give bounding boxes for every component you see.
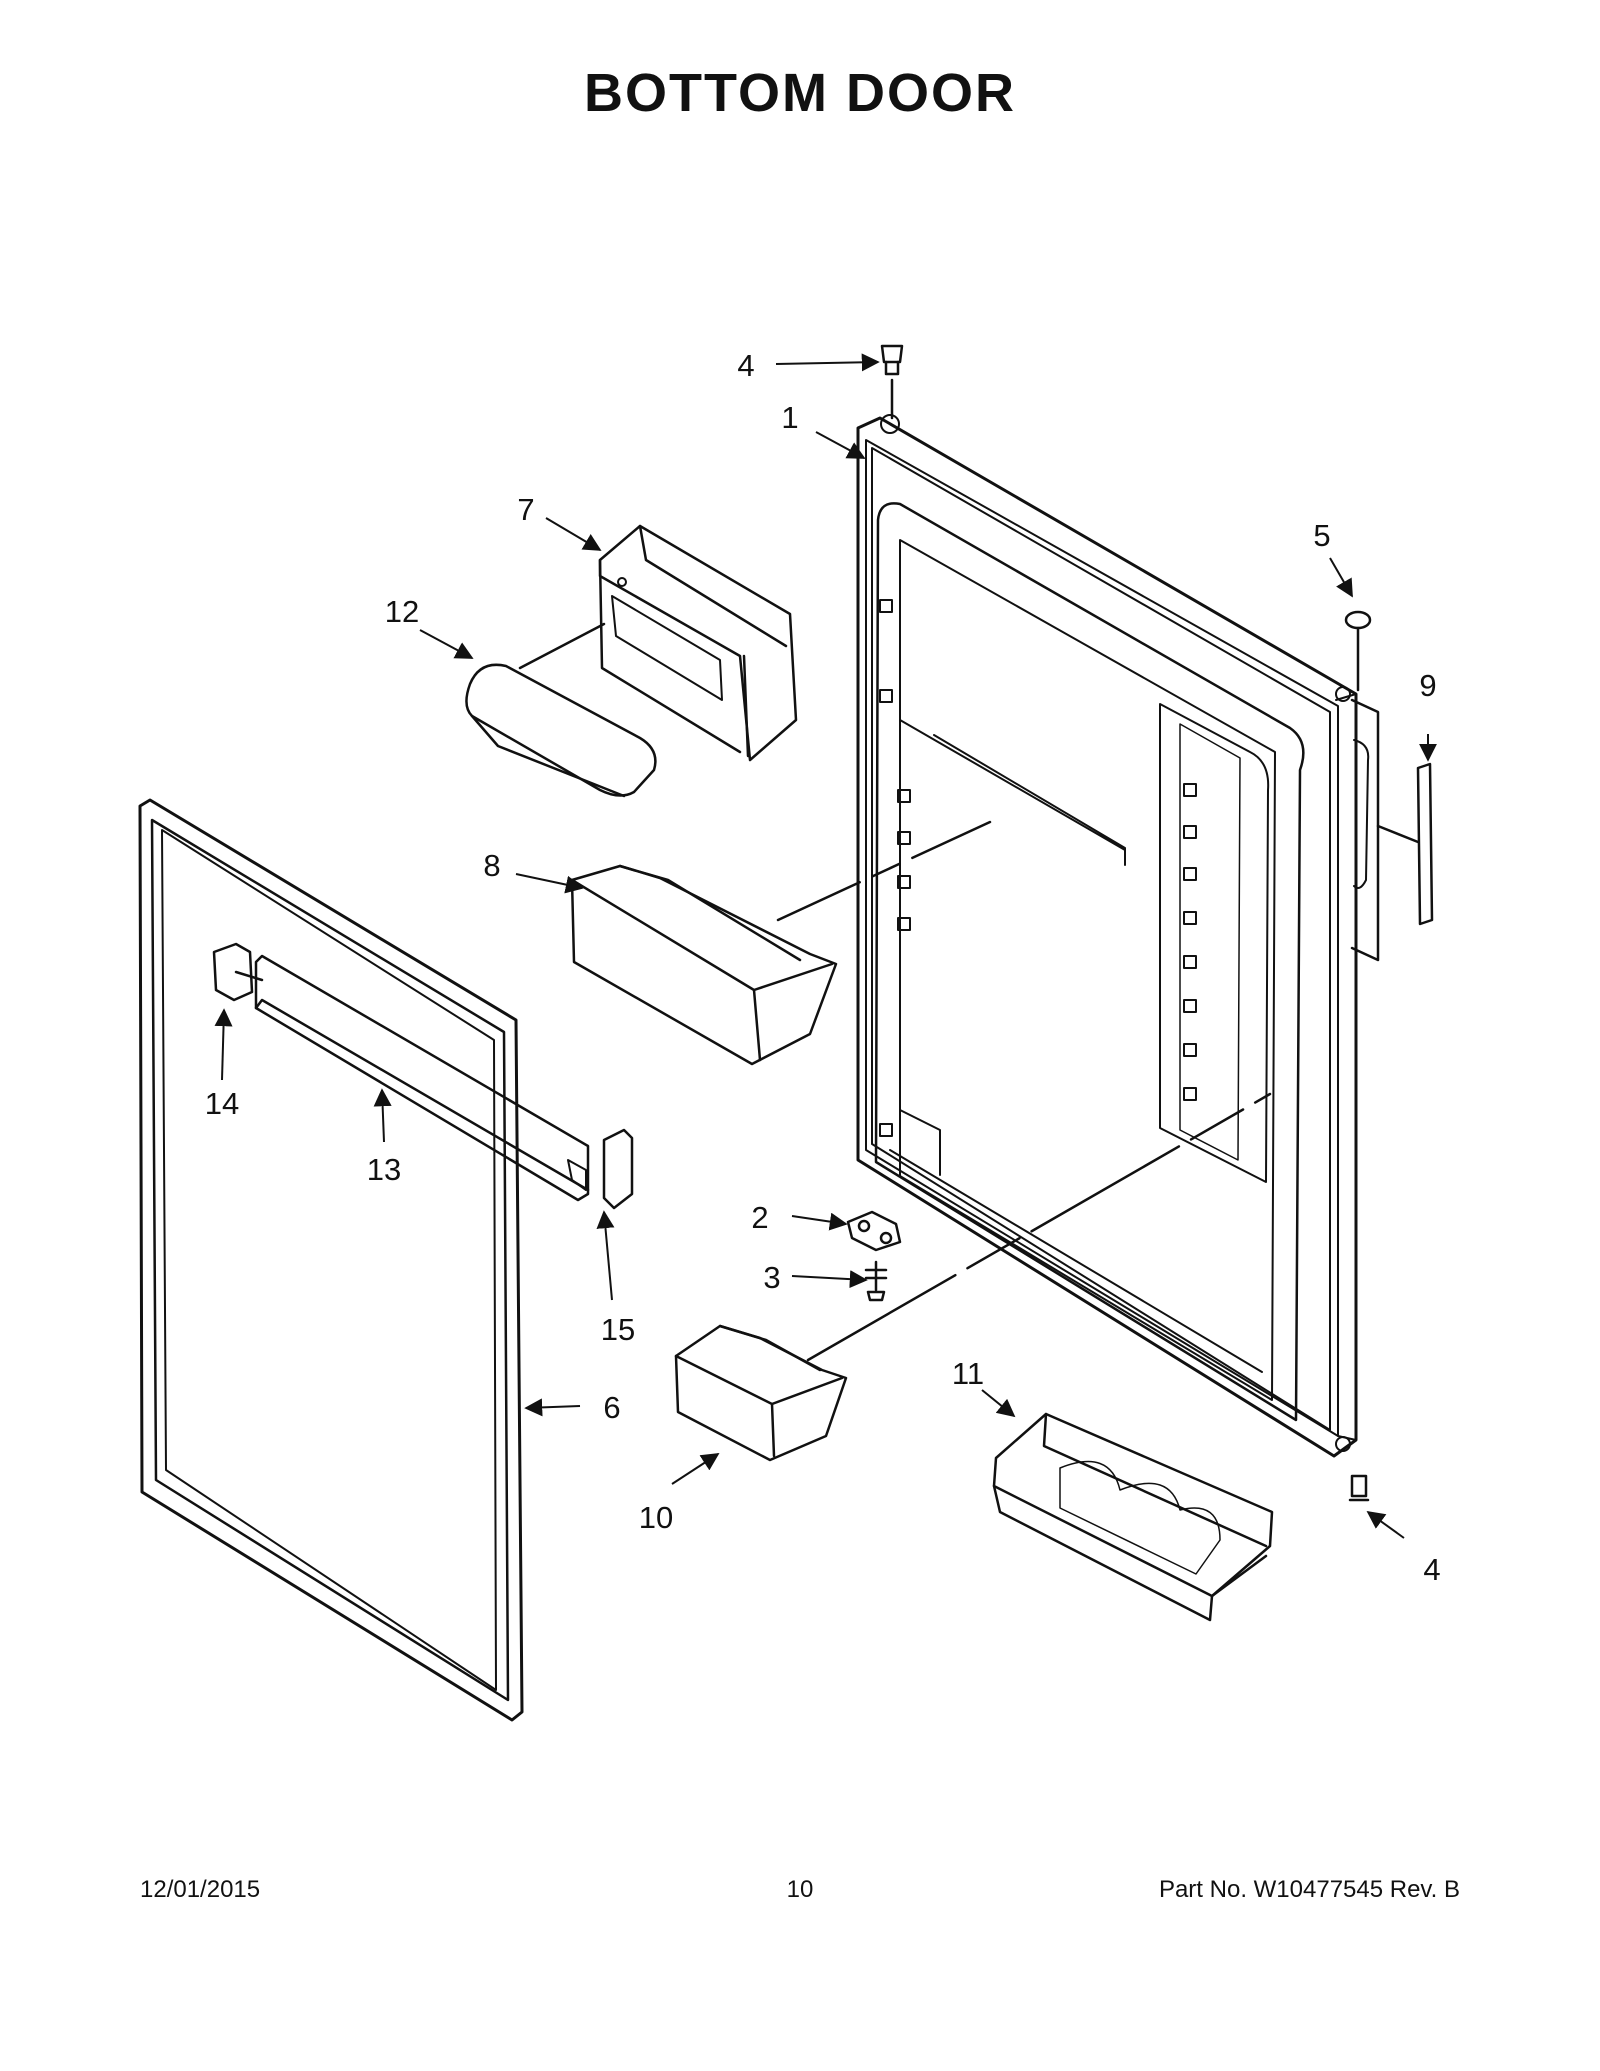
door-bin-upper [570,820,992,1066]
callout-3: 3 [763,1260,780,1295]
trim-end-cap-left [212,942,264,1002]
callout-1: 1 [781,400,798,435]
callout-10: 10 [639,1500,673,1535]
door-shelf-clips-right [1183,783,1197,1101]
hinge-screw [864,1260,888,1302]
footer-page-number: 10 [786,1876,814,1903]
callout-7: 7 [517,492,534,527]
leader-arrows [214,353,1437,1539]
callout-9: 9 [1419,668,1436,703]
door-bin-lower [674,1092,1272,1462]
footer-date: 12/01/2015 [140,1876,261,1903]
callout-11: 11 [952,1356,984,1391]
door-stop-pin [1344,610,1372,692]
callout-2: 2 [751,1200,768,1235]
dairy-bin-cover [465,622,657,798]
trim-end-cap-right [602,1128,634,1210]
callout-4-bottom: 4 [1423,1552,1440,1587]
footer-part-number: Part No. W10477545 Rev. B [1158,1876,1460,1903]
callout-5: 5 [1313,518,1330,553]
handle-trim [1376,762,1434,926]
callout-6: 6 [603,1390,620,1425]
door-shelf-clips-left [879,599,911,1137]
door-gasket [138,798,524,1722]
door-panel [856,414,1380,1458]
callout-14: 14 [205,1086,239,1121]
hinge-pin-bottom [1348,1474,1370,1502]
page-title: BOTTOM DOOR [584,63,1016,123]
callout-8: 8 [483,848,500,883]
shelf-trim [254,954,590,1202]
callout-labels: 4 1 7 12 5 9 8 14 13 15 2 3 6 11 10 4 [205,348,1441,1587]
callout-15: 15 [601,1312,635,1347]
hinge-pin-top [880,344,904,420]
dairy-bin [598,524,798,762]
callout-4-top: 4 [737,348,754,383]
callout-12: 12 [385,594,419,629]
hinge-bracket [846,1210,902,1252]
crisper-bin [992,1412,1274,1622]
callout-13: 13 [367,1152,401,1187]
